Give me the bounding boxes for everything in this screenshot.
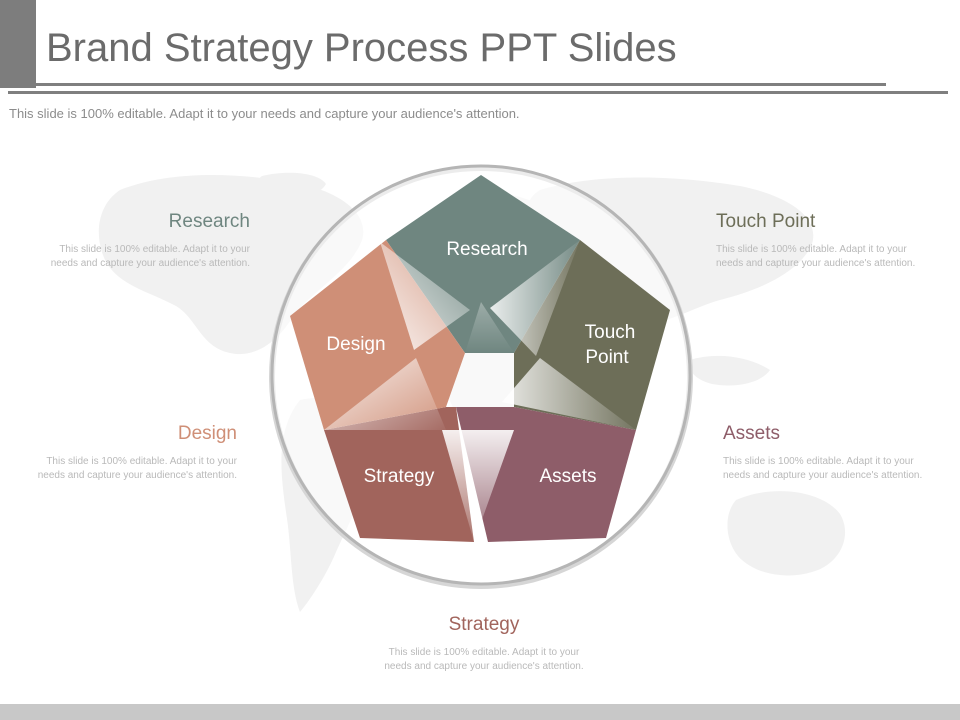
side-body-design: This slide is 100% editable. Adapt it to…	[37, 456, 237, 481]
title-underline	[36, 83, 886, 86]
side-heading-strategy: Strategy	[448, 614, 520, 635]
side-text-assets: Assets This slide is 100% editable. Adap…	[723, 423, 923, 483]
facet-strategy	[324, 358, 446, 430]
side-text-touch-point: Touch Point This slide is 100% editable.…	[716, 211, 916, 271]
side-body-research: This slide is 100% editable. Adapt it to…	[50, 244, 250, 269]
facet-design	[380, 242, 470, 350]
side-heading-touch-point: Touch Point	[716, 211, 816, 232]
map-greenland	[257, 172, 326, 199]
side-text-design: Design This slide is 100% editable. Adap…	[37, 423, 237, 483]
facet-assets	[442, 430, 514, 542]
segment-label-touch: Touch	[585, 322, 636, 343]
map-southeast-asia	[689, 355, 770, 386]
side-body-touch-point: This slide is 100% editable. Adapt it to…	[716, 244, 916, 269]
facet-research	[465, 302, 514, 353]
segment-label-strategy: Strategy	[364, 466, 435, 487]
side-heading-design: Design	[177, 423, 237, 444]
segment-label-research: Research	[446, 239, 527, 260]
title-underline-secondary	[8, 91, 948, 94]
segment-label-point: Point	[585, 347, 629, 368]
side-body-assets: This slide is 100% editable. Adapt it to…	[723, 456, 923, 481]
side-heading-research: Research	[168, 211, 250, 232]
segment-label-assets: Assets	[539, 466, 596, 487]
map-australia	[727, 491, 846, 576]
side-heading-assets: Assets	[723, 423, 781, 444]
slide-title: Brand Strategy Process PPT Slides	[46, 26, 677, 70]
side-body-strategy: This slide is 100% editable. Adapt it to…	[384, 647, 584, 672]
pentagon-labels: Research Touch Point Assets Strategy Des…	[326, 239, 635, 487]
footer-band	[0, 704, 960, 720]
side-text-research: Research This slide is 100% editable. Ad…	[50, 211, 250, 271]
segment-strategy[interactable]	[324, 407, 474, 542]
slide-subtitle: This slide is 100% editable. Adapt it to…	[9, 106, 520, 121]
pentagon-facet-highlights	[324, 240, 636, 542]
facet-touch-point-upper	[490, 240, 580, 356]
title-accent-block	[0, 0, 36, 88]
segment-label-design: Design	[326, 334, 385, 355]
side-text-strategy: Strategy This slide is 100% editable. Ad…	[384, 614, 584, 674]
facet-touch-point-lower	[502, 358, 636, 430]
